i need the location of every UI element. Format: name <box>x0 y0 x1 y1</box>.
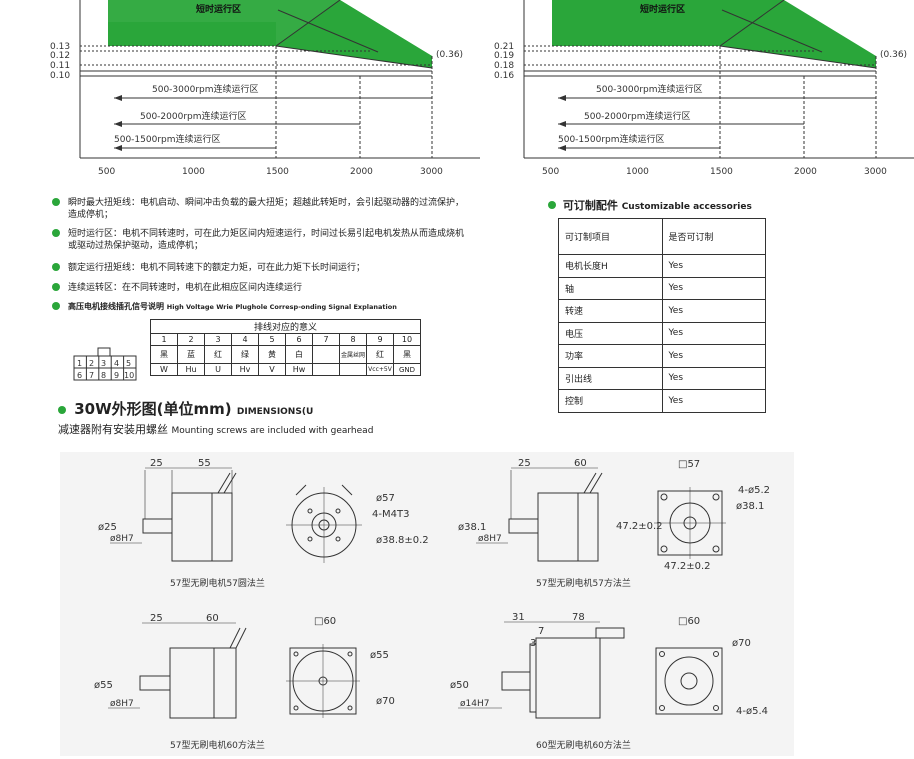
wiring-heading: 高压电机接线插孔信号说明 High Voltage Wrie Plughole … <box>52 301 492 313</box>
svg-text:ø55: ø55 <box>94 680 113 691</box>
svg-text:ø38.1: ø38.1 <box>736 501 764 512</box>
svg-text:ø25: ø25 <box>98 522 117 533</box>
left-y-tick-2: 0.12 <box>50 51 70 61</box>
svg-text:ø70: ø70 <box>376 696 395 707</box>
svg-text:25: 25 <box>518 458 531 469</box>
svg-text:□57: □57 <box>678 459 700 470</box>
drawing-57-square-flange: 25 60 ø38.1 ø8H7 □57 4-ø5.2 ø38.1 47.2±0… <box>458 458 770 589</box>
svg-text:47.2±0.2: 47.2±0.2 <box>616 521 663 532</box>
bullet-dot-icon <box>52 263 60 271</box>
left-region-label: 短时运行区 <box>196 3 241 15</box>
accessories-heading: 可订制配件 Customizable accessories <box>548 197 752 213</box>
left-peak-label: (0.36) <box>436 50 463 60</box>
right-range-2: 500-2000rpm连续运行区 <box>584 110 691 122</box>
svg-text:2: 2 <box>89 359 94 368</box>
drawing-57-60-flange: 25 60 ø55 ø8H7 □60 ø55 ø70 57型无刷电机60方法兰 <box>94 613 395 751</box>
svg-text:55: 55 <box>198 458 211 469</box>
svg-text:3: 3 <box>101 359 106 368</box>
svg-text:8: 8 <box>101 371 106 380</box>
right-x-tick-4: 2000 <box>794 167 817 177</box>
connector-icon: 1 2 3 4 5 6 7 8 9 10 <box>73 347 137 381</box>
right-x-tick-2: 1000 <box>626 167 649 177</box>
note-3: 额定运行扭矩线：电机不同转速下的额定力矩，可在此力矩下长时间运行； <box>52 262 472 274</box>
svg-text:9: 9 <box>114 371 119 380</box>
right-y-tick-2: 0.19 <box>494 51 514 61</box>
svg-text:78: 78 <box>572 612 585 623</box>
right-range-1: 500-3000rpm连续运行区 <box>596 83 703 95</box>
left-y-tick-1: 0.13 <box>50 42 70 52</box>
svg-text:ø57: ø57 <box>376 493 395 504</box>
bullet-dot-icon <box>52 229 60 237</box>
note-4: 连续运转区：在不同转速时，电机在此相应区间内连续运行 <box>52 282 472 294</box>
right-range-3: 500-1500rpm连续运行区 <box>558 133 665 145</box>
svg-text:60型无刷电机60方法兰: 60型无刷电机60方法兰 <box>536 739 631 751</box>
svg-text:ø14H7: ø14H7 <box>460 699 489 709</box>
svg-text:ø8H7: ø8H7 <box>110 699 134 709</box>
svg-text:4-ø5.4: 4-ø5.4 <box>736 706 768 717</box>
svg-text:3: 3 <box>530 638 536 649</box>
left-y-tick-4: 0.10 <box>50 71 70 81</box>
bullet-dot-icon <box>58 405 66 414</box>
bullet-dot-icon <box>52 198 60 206</box>
svg-text:7: 7 <box>538 626 544 637</box>
left-x-tick-1: 500 <box>98 167 115 177</box>
svg-text:ø38.8±0.2: ø38.8±0.2 <box>376 535 429 546</box>
left-x-tick-2: 1000 <box>182 167 205 177</box>
left-x-tick-5: 3000 <box>420 167 443 177</box>
right-y-tick-4: 0.16 <box>494 71 514 81</box>
svg-text:4-M4T3: 4-M4T3 <box>372 509 409 520</box>
svg-text:ø50: ø50 <box>450 680 469 691</box>
left-range-2: 500-2000rpm连续运行区 <box>140 110 247 122</box>
svg-text:57型无刷电机60方法兰: 57型无刷电机60方法兰 <box>170 739 265 751</box>
drawing-60-60-flange: 31 78 7 3 ø50 ø14H7 □60 ø70 4-ø5.4 60型无刷… <box>450 612 768 751</box>
svg-text:ø8H7: ø8H7 <box>110 534 134 544</box>
svg-text:57型无刷电机57方法兰: 57型无刷电机57方法兰 <box>536 577 631 589</box>
svg-text:6: 6 <box>77 371 82 380</box>
right-x-tick-1: 500 <box>542 167 559 177</box>
bullet-dot-icon <box>548 201 556 209</box>
right-peak-label: (0.36) <box>880 50 907 60</box>
bullet-dot-icon <box>52 302 60 310</box>
left-y-tick-3: 0.11 <box>50 61 70 71</box>
svg-text:ø70: ø70 <box>732 638 751 649</box>
svg-text:4-ø5.2: 4-ø5.2 <box>738 485 770 496</box>
svg-text:ø38.1: ø38.1 <box>458 522 486 533</box>
wiring-table: 排线对应的意义 1 2 3 4 5 6 7 8 9 10 黑 蓝 红 绿 黄 白… <box>150 319 421 376</box>
svg-text:4: 4 <box>114 359 119 368</box>
left-torque-chart: 0.13 0.12 0.11 0.10 500 1000 1500 2000 3… <box>50 0 480 177</box>
svg-text:ø55: ø55 <box>370 650 389 661</box>
svg-text:60: 60 <box>574 458 587 469</box>
svg-text:ø8H7: ø8H7 <box>478 534 502 544</box>
note-1: 瞬时最大扭矩线：电机启动、瞬间冲击负载的最大扭矩；超越此转矩时，会引起驱动器的过… <box>52 197 472 221</box>
svg-text:10: 10 <box>124 371 134 380</box>
svg-text:31: 31 <box>512 612 525 623</box>
note-2: 短时运行区：电机不同转速时，可在此力矩区间内短速运行，时间过长易引起电机发热从而… <box>52 228 472 252</box>
right-region-label: 短时运行区 <box>640 3 685 15</box>
svg-text:25: 25 <box>150 613 163 624</box>
dimensions-subtitle: 减速器附有安装用螺丝 Mounting screws are included … <box>58 423 374 436</box>
right-x-tick-3: 1500 <box>710 167 733 177</box>
svg-text:60: 60 <box>206 613 219 624</box>
svg-text:5: 5 <box>126 359 131 368</box>
svg-text:□60: □60 <box>314 616 336 627</box>
left-range-1: 500-3000rpm连续运行区 <box>152 83 259 95</box>
dimension-drawings <box>60 452 794 756</box>
svg-text:7: 7 <box>89 371 94 380</box>
svg-text:□60: □60 <box>678 616 700 627</box>
left-range-3: 500-1500rpm连续运行区 <box>114 133 221 145</box>
svg-text:1: 1 <box>77 359 82 368</box>
left-x-tick-3: 1500 <box>266 167 289 177</box>
drawing-57-round-flange: 25 55 ø25 ø8H7 ø57 4-M4T3 ø38.8±0.2 57型无… <box>98 458 429 589</box>
svg-text:57型无刷电机57圆法兰: 57型无刷电机57圆法兰 <box>170 577 265 589</box>
dimensions-heading: 30W外形图(单位mm) DIMENSIONS(U <box>58 398 313 419</box>
right-y-tick-1: 0.21 <box>494 42 514 52</box>
right-y-tick-3: 0.18 <box>494 61 514 71</box>
right-torque-chart: 0.21 0.19 0.18 0.16 500 1000 1500 2000 3… <box>494 0 914 177</box>
right-x-tick-5: 3000 <box>864 167 887 177</box>
bullet-dot-icon <box>52 283 60 291</box>
svg-text:25: 25 <box>150 458 163 469</box>
left-x-tick-4: 2000 <box>350 167 373 177</box>
svg-text:47.2±0.2: 47.2±0.2 <box>664 561 711 572</box>
